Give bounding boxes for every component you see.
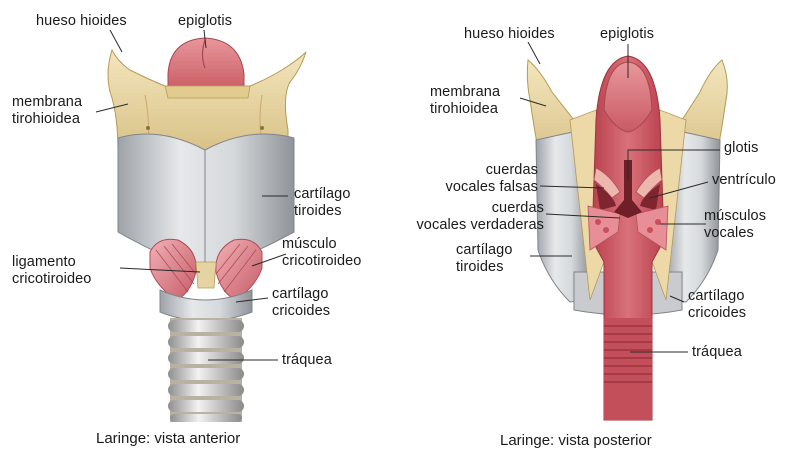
label-line: membrana [12,94,82,111]
anterior-trachea [168,318,244,422]
posterior-label-vocal-muscles: músculos vocales [704,208,766,242]
label-line: membrana [430,84,500,101]
label-line: tirohioidea [12,111,82,128]
label-line: cartílago [688,288,746,305]
posterior-label-glottis: glotis [724,140,758,157]
anterior-label-epiglottis: epiglotis [178,13,232,30]
anterior-view [108,38,306,422]
posterior-label-true-vocal-cords: cuerdas vocales verdaderas [374,200,544,234]
posterior-label-thyroid-cartilage: cartílago tiroides [456,242,513,276]
label-line: vocales [704,225,766,242]
posterior-label-epiglottis: epiglotis [600,26,654,43]
label-line: tiroides [456,259,513,276]
label-line: tirohioidea [430,101,500,118]
label-line: cartílago [272,286,330,303]
anterior-cricothyroid-muscle-right [216,239,262,300]
label-line: cricotiroideo [282,253,361,270]
label-line: cricoides [688,305,746,322]
label-line: tiroides [294,203,351,220]
anterior-thyroid-cartilage [118,134,294,272]
anterior-label-hyoid-bone: hueso hioides [36,13,127,30]
anterior-label-thyrohyoid-membrane: membrana tirohioidea [12,94,82,128]
posterior-label-hyoid-bone: hueso hioides [464,26,555,43]
label-line: músculos [704,208,766,225]
posterior-label-thyrohyoid-membrane: membrana tirohioidea [430,84,500,118]
label-line: cricotiroideo [12,271,91,288]
anterior-label-trachea: tráquea [282,352,332,369]
label-line: cartílago [294,186,351,203]
anterior-caption: Laringe: vista anterior [96,430,240,447]
anterior-label-thyroid-cartilage: cartílago tiroides [294,186,351,220]
posterior-trachea [604,318,652,420]
anterior-label-cricothyroid-ligament: ligamento cricotiroideo [12,254,91,288]
label-line: músculo [282,236,361,253]
label-line: cuerdas [374,200,544,217]
anterior-label-cricoid-cartilage: cartílago cricoides [272,286,330,320]
posterior-label-trachea: tráquea [692,344,742,361]
posterior-view [527,56,727,420]
label-line: vocales verdaderas [374,217,544,234]
label-line: cuerdas [406,162,538,179]
label-line: cricoides [272,303,330,320]
posterior-label-false-vocal-cords: cuerdas vocales falsas [406,162,538,196]
anterior-label-cricothyroid-muscle: músculo cricotiroideo [282,236,361,270]
posterior-caption: Laringe: vista posterior [500,432,652,449]
label-line: vocales falsas [406,179,538,196]
label-line: ligamento [12,254,91,271]
label-line: cartílago [456,242,513,259]
posterior-label-ventricle: ventrículo [712,172,776,189]
posterior-label-cricoid-cartilage: cartílago cricoides [688,288,746,322]
